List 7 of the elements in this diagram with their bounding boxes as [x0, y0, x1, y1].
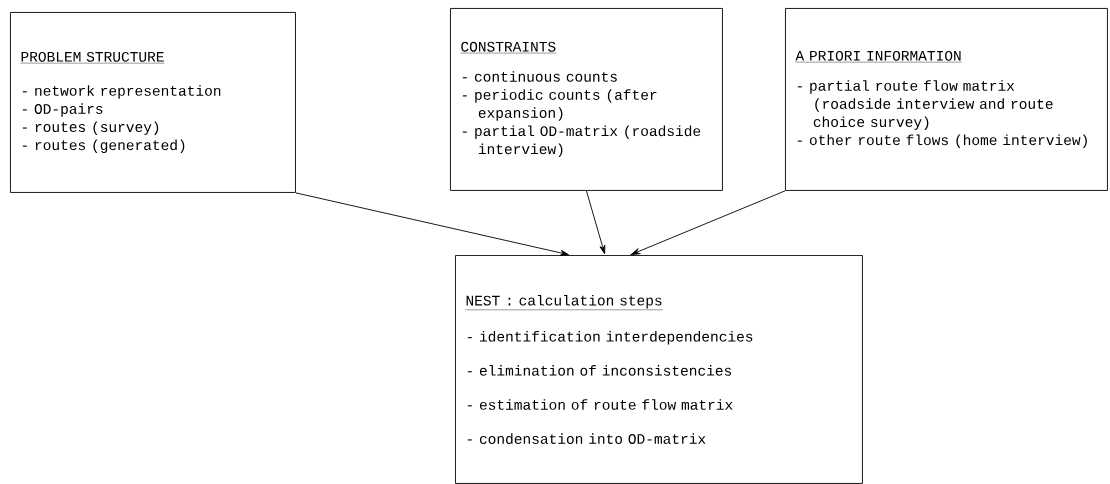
text-box: PROBLEM STRUCTURE - network representation - OD-pairs - routes (survey) - routes (generated)	[10, 12, 296, 193]
arrow	[295, 192, 569, 256]
arrow	[586, 190, 606, 254]
text-box: A PRIORI INFORMATION - partial route flow matrix (roadside interview and route choice survey) - other route flows (home interview)	[785, 8, 1108, 191]
arrow	[630, 190, 786, 255]
text-box: NEST : calculation steps - identification interdependencies - elimination of inconsistencies - estimation of route flow matrix - condensation into OD-matrix	[455, 255, 863, 484]
text-box: CONSTRAINTS - continuous counts - periodic counts (after expansion) - partial OD-matrix (roadside interview)	[450, 8, 723, 191]
